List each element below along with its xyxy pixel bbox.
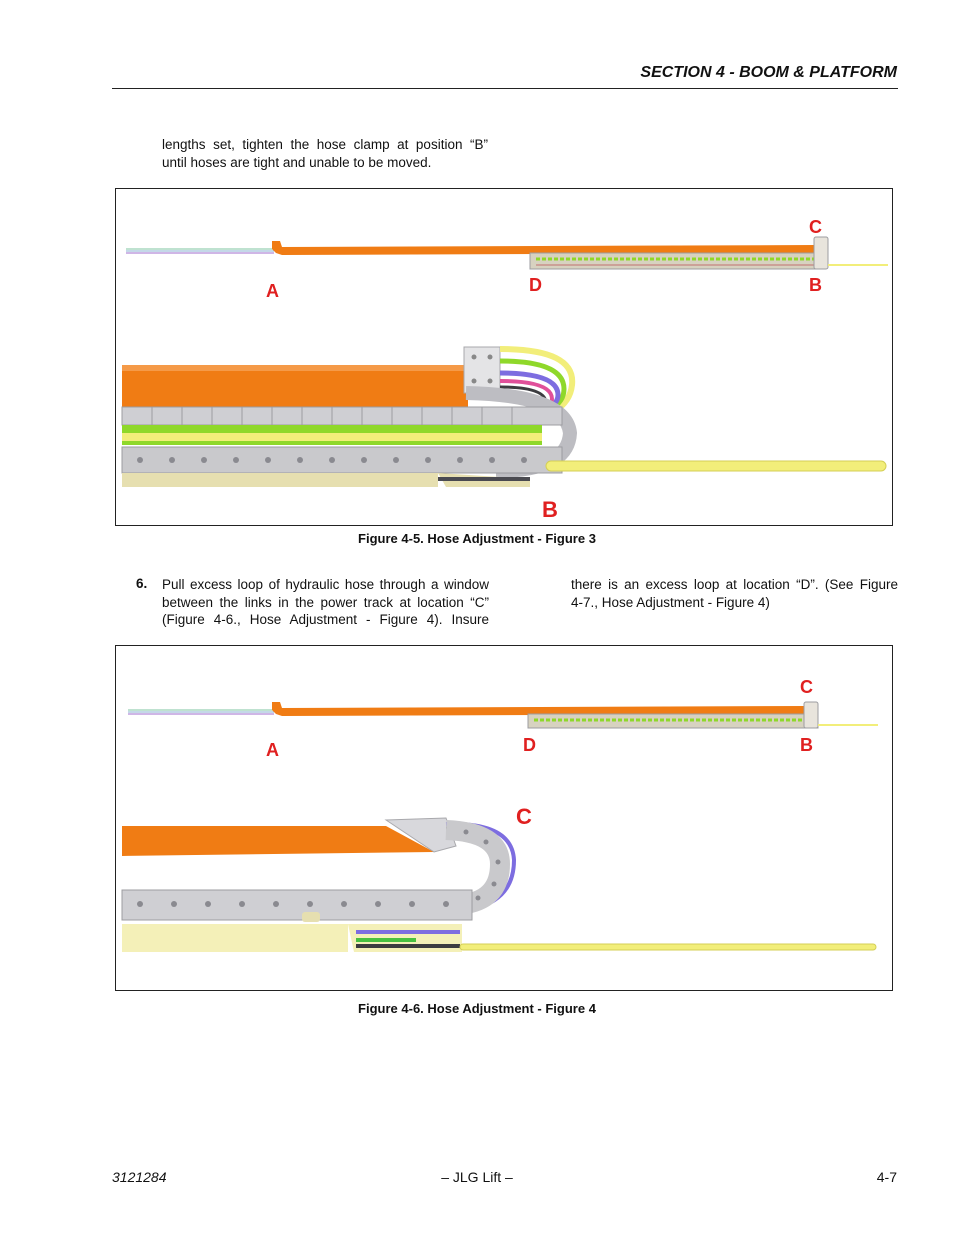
callout-b-detail: B [542,497,558,522]
figure-4-5-caption: Figure 4-5. Hose Adjustment - Figure 3 [358,531,596,546]
callout-b-top: B [800,735,813,755]
figure-4-5-illustration: C A D B [121,217,888,522]
header-rule [112,88,898,89]
figure-4-5: C A D B [115,188,893,526]
footer-page-number: 4-7 [876,1169,897,1185]
callout-d-top: D [529,275,542,295]
step-6-left-line-1: Pull excess loop of hydraulic hose throu… [162,577,489,592]
step-6-left-line-2: between the links in the power track at … [162,594,489,610]
callout-c-detail: C [516,804,532,829]
callout-c-top: C [809,217,822,237]
footer-brand: – JLG Lift – [441,1169,513,1185]
section-title: SECTION 4 - BOOM & PLATFORM [640,64,897,81]
intro-line-1: lengths set, tighten the hose clamp at p… [162,137,488,152]
callout-a: A [266,281,279,301]
callout-d-top: D [523,735,536,755]
intro-paragraph: lengths set, tighten the hose clamp at p… [162,136,488,171]
step-6-number: 6. [136,576,148,591]
intro-line-2: until hoses are tight and unable to be m… [162,154,432,170]
callout-a: A [266,740,279,760]
footer-doc-number: 3121284 [112,1169,167,1185]
step-6-left-column: Pull excess loop of hydraulic hose throu… [162,576,489,629]
step-6-right-line-2: 4-7., Hose Adjustment - Figure 4) [571,594,770,610]
step-6-right-line-1: there is an excess loop at location “D”.… [571,577,898,592]
figure-4-6: C A D B C [115,645,893,991]
callout-c-top: C [800,677,813,697]
step-6-right-column: there is an excess loop at location “D”.… [571,576,898,611]
step-6-left-line-3: (Figure 4-6., Hose Adjustment - Figure 4… [162,612,489,627]
figure-4-6-caption: Figure 4-6. Hose Adjustment - Figure 4 [358,1001,596,1016]
callout-b-top: B [809,275,822,295]
figure-4-6-illustration: C A D B C [121,677,878,952]
